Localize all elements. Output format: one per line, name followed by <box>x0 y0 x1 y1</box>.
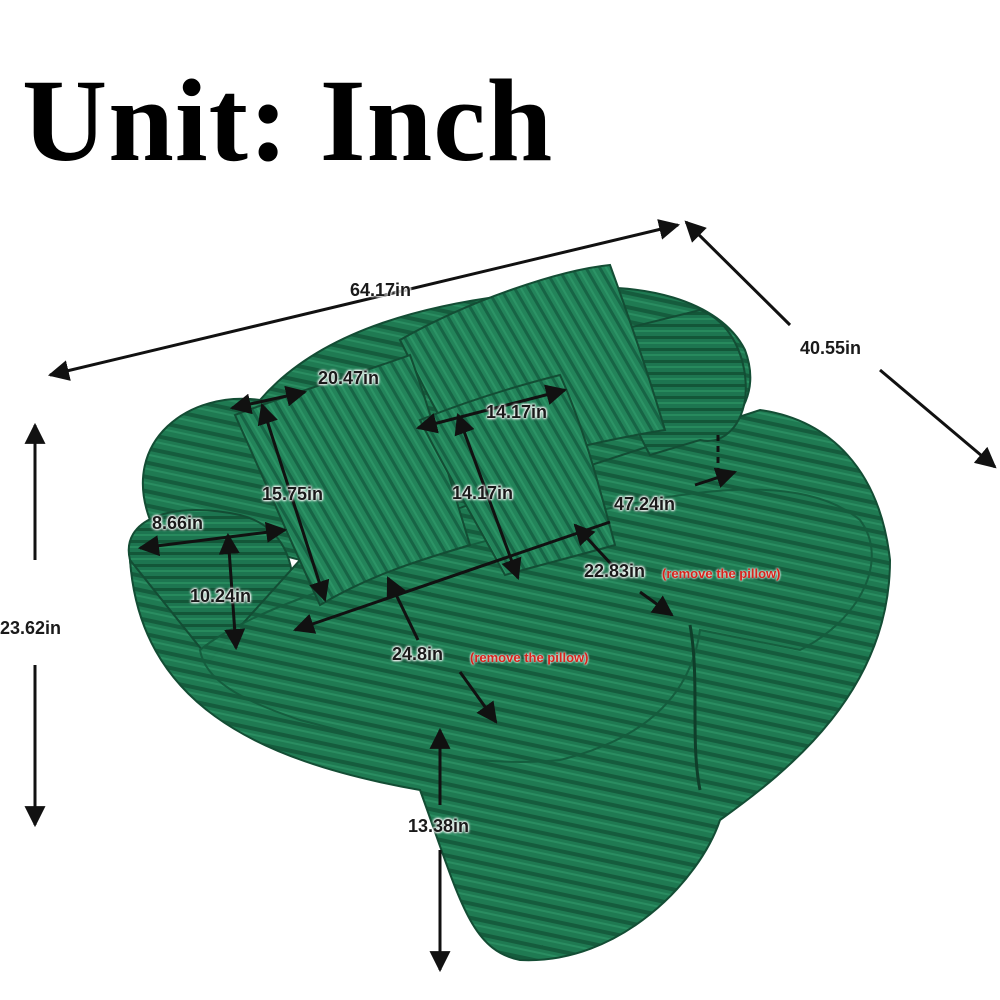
unit-title: Unit: Inch <box>22 55 554 186</box>
label-overall-depth: 40.55in <box>800 338 862 358</box>
note-remove-pillow-left: (remove the pillow) <box>470 650 589 665</box>
label-seat-depth-left: 24.8in <box>392 644 444 664</box>
label-seat-depth-right: 22.83in <box>584 561 646 581</box>
arrow-pillow-large-width <box>229 385 308 415</box>
arrow-arm-width <box>137 521 288 557</box>
arrow-overall-depth-top <box>684 220 792 327</box>
label-arm-width: 8.66in <box>152 513 204 533</box>
label-pillow-large-width: 20.47in <box>318 368 380 388</box>
arrow-overall-width <box>47 219 681 381</box>
label-seat-width: 47.24in <box>614 494 676 514</box>
arrow-pillow-small-height <box>454 413 522 580</box>
label-arm-height: 10.24in <box>190 586 252 606</box>
arrow-seat-depth-right <box>573 523 614 567</box>
label-pillow-small-width: 14.17in <box>486 402 548 422</box>
label-overall-width: 64.17in <box>350 280 412 300</box>
label-pillow-small-height: 14.17in <box>452 483 514 503</box>
label-seat-height: 13.38in <box>408 816 470 836</box>
label-overall-height: 23.62in <box>0 618 62 638</box>
arrow-pillow-large-height <box>257 403 330 602</box>
note-remove-pillow-right: (remove the pillow) <box>662 566 781 581</box>
label-pillow-large-height: 15.75in <box>262 484 324 504</box>
arrow-pillow-small-width <box>415 384 568 434</box>
arrow-seat-width <box>293 520 611 634</box>
arrow-seat-depth-left <box>386 576 420 641</box>
arrow-overall-depth-bottom <box>879 368 997 469</box>
arrow-arm-height <box>218 532 246 651</box>
